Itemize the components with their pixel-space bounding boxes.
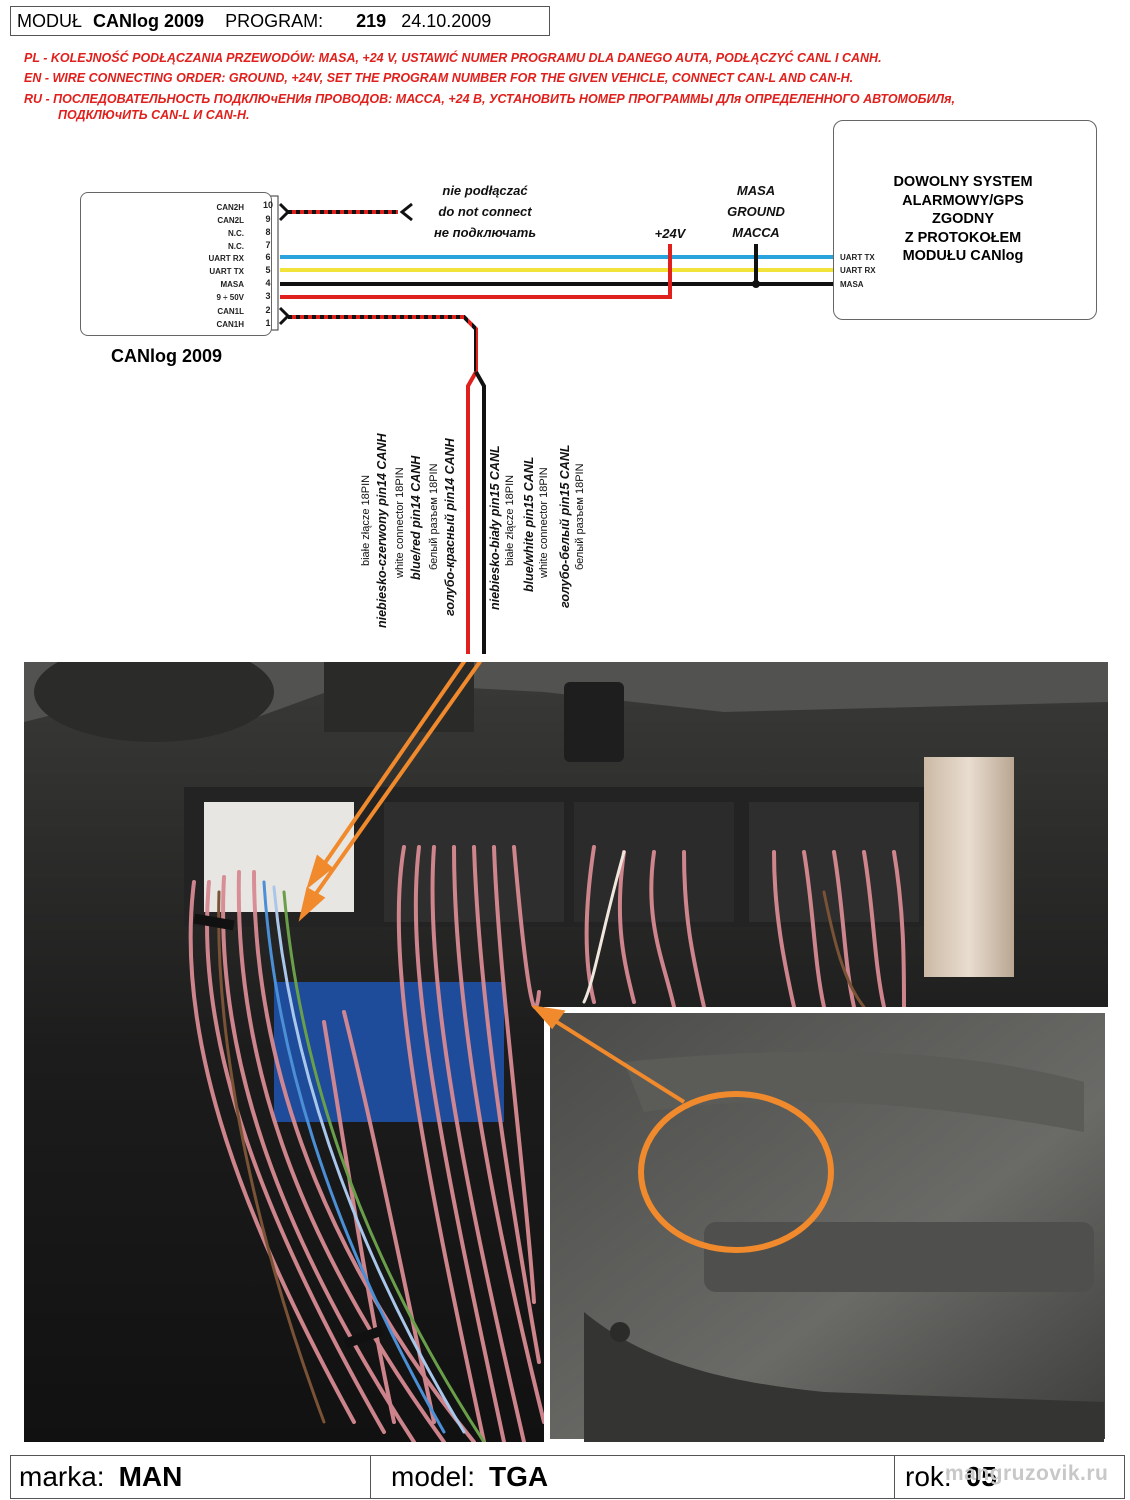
canl-note-ru-connector: белый разъем 18PIN: [574, 463, 586, 570]
pin-number-7: 7: [265, 240, 271, 250]
can1-wire-end: [278, 306, 291, 326]
pin-number-9: 9: [265, 214, 271, 224]
module-name: CANlog 2009: [111, 346, 223, 366]
header-program-number: 219: [356, 11, 387, 31]
footer-year-cell: rok: 05: [895, 1456, 1124, 1498]
no-connect-en: do not connect: [438, 204, 532, 219]
footer-year: 05: [965, 1461, 997, 1492]
location-highlight-circle: [638, 1091, 834, 1253]
pin-label-uart-tx: UART TX: [209, 267, 244, 276]
header-program-label: PROGRAM:: [225, 11, 324, 31]
pin-number-1: 1: [265, 318, 271, 328]
installation-photo: [24, 662, 1108, 1442]
power-label: +24V: [654, 226, 686, 241]
instruction-pl: PL - KOLEJNOŚĆ PODŁĄCZANIA PRZEWODÓW: MA…: [24, 51, 882, 65]
target-system-title: DOWOLNY SYSTEM ALARMOWY/GPS ZGODNY Z PRO…: [893, 174, 1033, 264]
pin-label-can2l: CAN2L: [217, 216, 244, 225]
pin-number-5: 5: [265, 265, 271, 275]
canl-note-en: blue/white pin15 CANL: [522, 456, 536, 592]
footer-brand-cell: marka: MAN: [11, 1456, 371, 1498]
canh-note-en: blue/red pin14 CANH: [409, 455, 423, 580]
canh-note-en-connector: white connector 18PIN: [394, 467, 406, 578]
target-pin-uart-rx: UART RX: [840, 266, 876, 275]
instruction-ru: RU - ПОСЛЕДОВАТЕЛЬНОСТЬ ПОДКЛЮчЕНИя ПРОВ…: [24, 92, 955, 106]
canh-note-ru: голубо-красный pin14 CANH: [443, 438, 457, 616]
canh-note-pl-connector: białe złącze 18PIN: [360, 474, 372, 566]
canh-note-ru-connector: белый разъем 18PIN: [428, 463, 440, 570]
no-connect-ru: не подключать: [433, 225, 537, 240]
power-24v-wire: [280, 244, 672, 299]
target-system-box: DOWOLNY SYSTEM ALARMOWY/GPS ZGODNY Z PRO…: [833, 120, 1097, 320]
footer-brand-label: marka:: [19, 1461, 105, 1492]
pin-label-can2h: CAN2H: [216, 203, 244, 212]
pin-number-4: 4: [265, 278, 271, 288]
instruction-ru-cont: ПОДКЛЮчИТЬ CAN-L И CAN-H.: [58, 108, 250, 122]
can2-open-end: [399, 202, 413, 222]
pin-label-power: 9 ÷ 50V: [216, 293, 244, 302]
watermark: mangruzovik.ru: [945, 1462, 1109, 1485]
header-prefix: MODUŁ: [17, 11, 83, 31]
footer-model-label: model:: [391, 1461, 476, 1492]
footer-year-label: rok:: [905, 1461, 952, 1492]
footer-model: TGA: [489, 1461, 549, 1492]
can1-twisted-wire: [288, 315, 478, 372]
no-connect-pl: nie podłączać: [442, 183, 528, 198]
pin-label-can1l: CAN1L: [217, 307, 244, 316]
pin-label-nc-8: N.C.: [228, 229, 244, 238]
can2-wire-end: [278, 202, 291, 222]
ground-label-en: GROUND: [727, 204, 785, 219]
pin-label-uart-rx: UART RX: [208, 254, 244, 263]
pin-number-8: 8: [265, 227, 271, 237]
canl-note-ru: голубо-белый pin15 CANL: [558, 444, 572, 609]
pin-label-can1h: CAN1H: [216, 320, 244, 329]
white-18pin-connector: [204, 802, 354, 912]
header-bar: MODUŁ CANlog 2009 PROGRAM: 219 24.10.200…: [10, 6, 550, 36]
canl-note-pl-connector: białe złącze 18PIN: [504, 474, 516, 566]
vehicle-footer: marka: MAN model: TGA rok: 05: [10, 1455, 1125, 1499]
footer-model-cell: model: TGA: [371, 1456, 895, 1498]
footer-brand: MAN: [118, 1461, 183, 1492]
pin-label-masa: MASA: [220, 280, 244, 289]
pin-number-2: 2: [265, 305, 271, 315]
target-pin-uart-tx: UART TX: [840, 253, 875, 262]
canlog-module: [80, 192, 272, 336]
instruction-en: EN - WIRE CONNECTING ORDER: GROUND, +24V…: [24, 71, 854, 85]
pin-number-6: 6: [265, 252, 271, 262]
canh-note-pl: niebiesko-czerwony pin14 CANH: [375, 433, 389, 629]
header-product: CANlog 2009: [93, 11, 205, 31]
ground-label-pl: MASA: [736, 183, 776, 198]
pin-number-3: 3: [265, 291, 271, 301]
canh-wire: [466, 371, 478, 654]
target-pin-masa: MASA: [840, 280, 864, 289]
canl-note-en-connector: white connector 18PIN: [538, 467, 550, 578]
ground-label-ru: МАССА: [732, 225, 780, 240]
header-date: 24.10.2009: [401, 11, 492, 31]
canl-note-pl: niebiesko-biały pin15 CANL: [488, 445, 502, 610]
canl-wire: [474, 371, 486, 654]
ground-junction: [752, 280, 760, 288]
pin-label-nc-7: N.C.: [228, 242, 244, 251]
pin-number-10: 10: [262, 200, 273, 210]
